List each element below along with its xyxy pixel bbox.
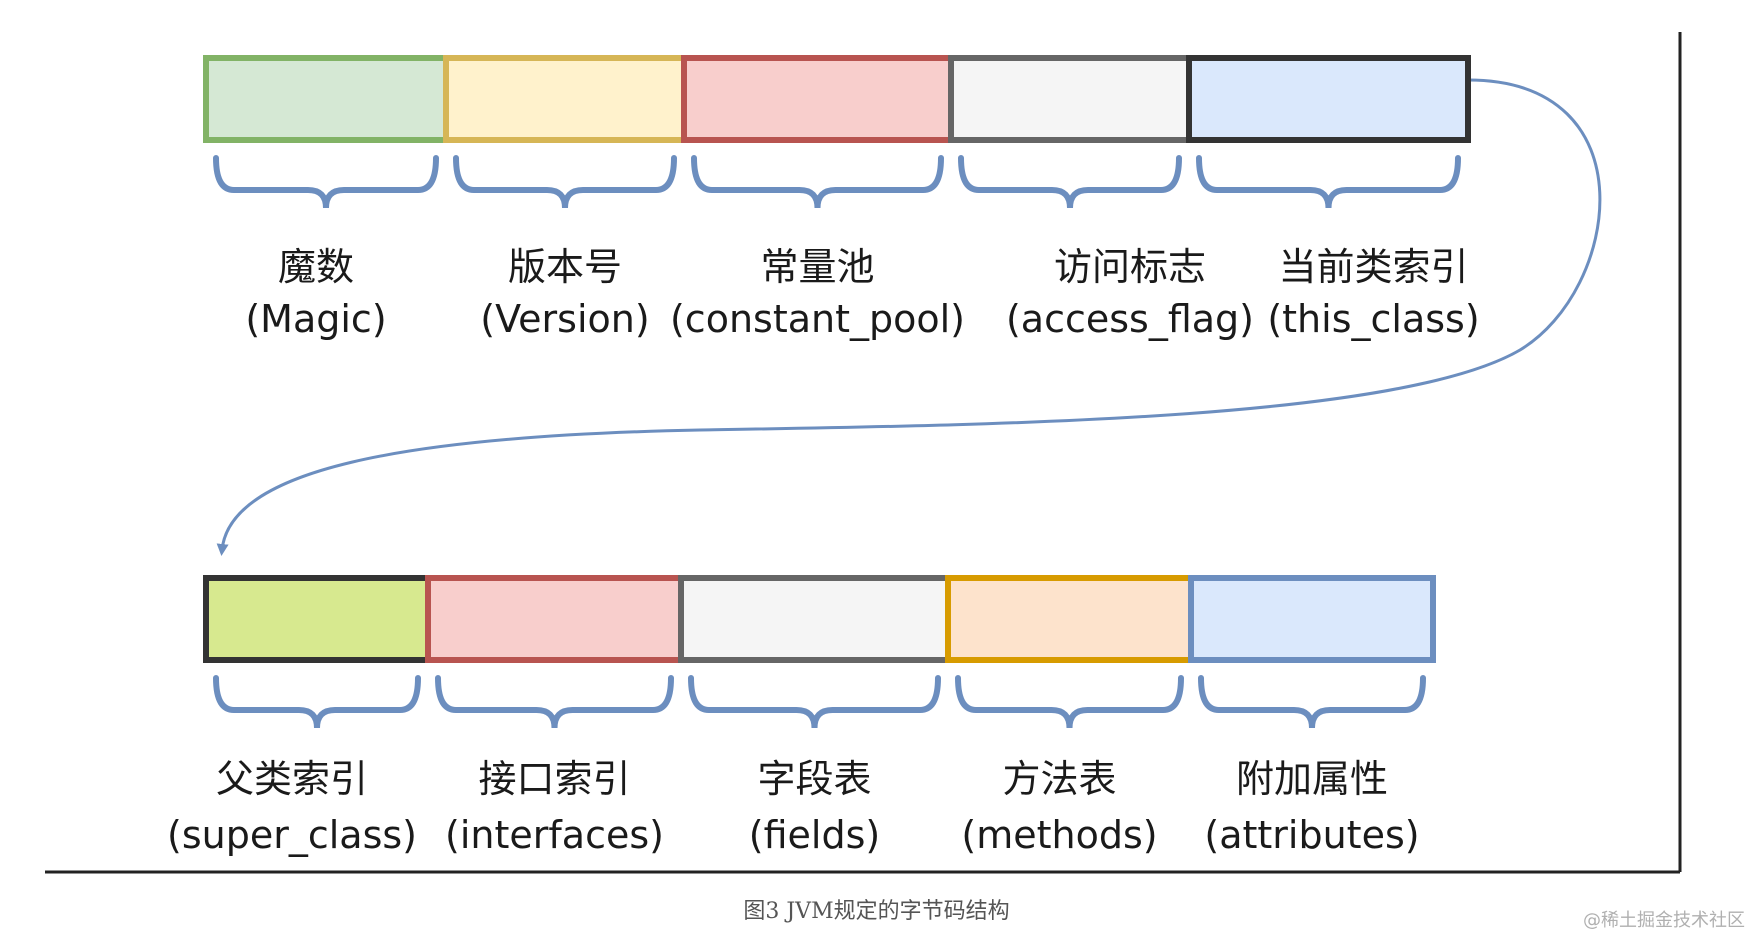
- segment-block: [681, 55, 954, 143]
- segment-label-en: (methods): [961, 813, 1157, 857]
- segment-block: [945, 575, 1194, 663]
- curly-brace: [213, 155, 439, 209]
- segment-label-en: (constant_pool): [670, 297, 965, 341]
- segment-label-en: (Version): [480, 297, 649, 341]
- curly-brace: [958, 155, 1182, 209]
- segment-block: [1188, 575, 1436, 663]
- curly-brace: [1196, 155, 1461, 209]
- bytecode-row-2: 父类索引 (super_class) 接口索引 (interfaces) 字段表 (fie…: [167, 575, 1436, 857]
- curly-brace: [688, 675, 941, 729]
- curly-brace: [691, 155, 944, 209]
- segment-label-cn: 方法表: [1002, 757, 1116, 801]
- connector-arrow: [216, 78, 1602, 556]
- curly-brace: [1198, 675, 1426, 729]
- segment-block: [425, 575, 684, 663]
- curly-brace: [955, 675, 1184, 729]
- curly-brace: [435, 675, 674, 729]
- segment-label-cn: 附加属性: [1236, 757, 1388, 801]
- segment-label-cn: 版本号: [508, 245, 622, 289]
- segment-label-cn: 当前类索引: [1278, 245, 1468, 289]
- segment-block: [948, 55, 1192, 143]
- curly-brace: [453, 155, 677, 209]
- curly-brace: [213, 675, 421, 729]
- segment-label-en: (this_class): [1267, 297, 1479, 341]
- segment-label-cn: 字段表: [757, 757, 871, 801]
- segment-block: [203, 575, 431, 663]
- segment-label-en: (interfaces): [445, 813, 664, 857]
- segment-label-cn: 常量池: [760, 245, 874, 289]
- segment-label-en: (fields): [749, 813, 880, 857]
- segment-label-en: (attributes): [1204, 813, 1419, 857]
- figure-caption: 图3 JVM规定的字节码结构: [743, 899, 1010, 924]
- segment-label-en: (Magic): [245, 297, 386, 341]
- segment-label-en: (access_flag): [1006, 297, 1254, 341]
- bytecode-row-1: 魔数 (Magic) 版本号 (Version) 常量池 (constant_pool) 访…: [203, 55, 1480, 341]
- segment-block: [678, 575, 951, 663]
- segment-block: [1186, 55, 1471, 143]
- watermark: @稀土掘金技术社区: [1583, 910, 1745, 931]
- segment-block: [443, 55, 687, 143]
- segment-label-cn: 父类索引: [216, 757, 368, 801]
- segment-label-en: (super_class): [167, 813, 417, 857]
- segment-label-cn: 访问标志: [1054, 245, 1206, 289]
- segment-block: [203, 55, 449, 143]
- segment-label-cn: 魔数: [278, 245, 354, 289]
- segment-label-cn: 接口索引: [478, 757, 630, 801]
